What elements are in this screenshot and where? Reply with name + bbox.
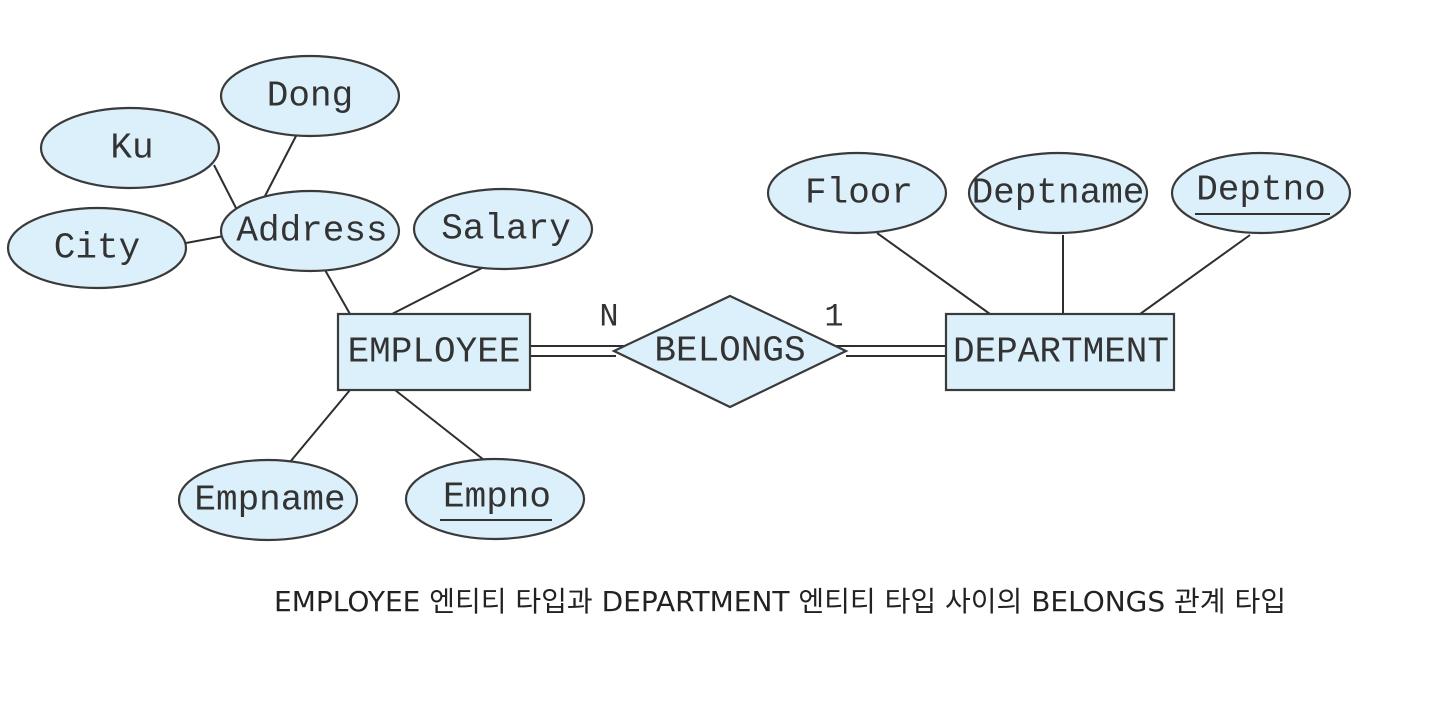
relationship-belongs-label: BELONGS bbox=[654, 331, 805, 372]
edge-ku-address bbox=[213, 164, 238, 211]
attr-deptname-label: Deptname bbox=[972, 173, 1145, 214]
figure-caption: EMPLOYEE 엔티티 타입과 DEPARTMENT 엔티티 타입 사이의 B… bbox=[274, 585, 1286, 618]
edge-empname-employee bbox=[289, 389, 351, 463]
attr-deptno-label: Deptno bbox=[1196, 170, 1326, 211]
attr-dong: Dong bbox=[219, 54, 401, 138]
attr-floor-label: Floor bbox=[805, 173, 913, 214]
entity-department-label: DEPARTMENT bbox=[953, 332, 1169, 373]
attr-salary: Salary bbox=[412, 187, 594, 271]
attr-floor: Floor bbox=[766, 151, 948, 235]
edge-empno-employee bbox=[394, 389, 485, 461]
relationship-belongs: BELONGS bbox=[611, 294, 849, 409]
cardinality-n: N bbox=[599, 299, 618, 336]
attr-empno-label: Empno bbox=[443, 477, 551, 518]
attr-address: Address bbox=[219, 189, 401, 273]
attr-ku: Ku bbox=[39, 106, 221, 190]
attr-empname-label: Empname bbox=[194, 480, 345, 521]
attr-address-label: Address bbox=[236, 211, 387, 252]
edge-floor-department bbox=[876, 232, 991, 315]
entity-employee-label: EMPLOYEE bbox=[348, 332, 521, 373]
attr-salary-label: Salary bbox=[441, 209, 571, 250]
entity-department: DEPARTMENT bbox=[944, 312, 1176, 392]
attr-deptname: Deptname bbox=[967, 151, 1149, 235]
attr-dong-label: Dong bbox=[267, 76, 353, 117]
edge-city-address bbox=[185, 235, 225, 244]
connector-lines bbox=[185, 135, 1251, 463]
attr-empname: Empname bbox=[177, 458, 359, 542]
entity-employee: EMPLOYEE bbox=[336, 312, 532, 392]
attr-deptno: Deptno bbox=[1170, 151, 1352, 235]
edge-deptno-department bbox=[1139, 234, 1251, 315]
attr-city: City bbox=[6, 206, 188, 290]
attr-empno: Empno bbox=[404, 457, 586, 541]
edge-salary-employee bbox=[391, 267, 483, 315]
attr-city-label: City bbox=[54, 228, 140, 269]
cardinality-1: 1 bbox=[824, 299, 843, 336]
edge-dong-address bbox=[264, 135, 297, 197]
attr-ku-label: Ku bbox=[110, 128, 153, 169]
edge-address-employee bbox=[324, 269, 351, 315]
